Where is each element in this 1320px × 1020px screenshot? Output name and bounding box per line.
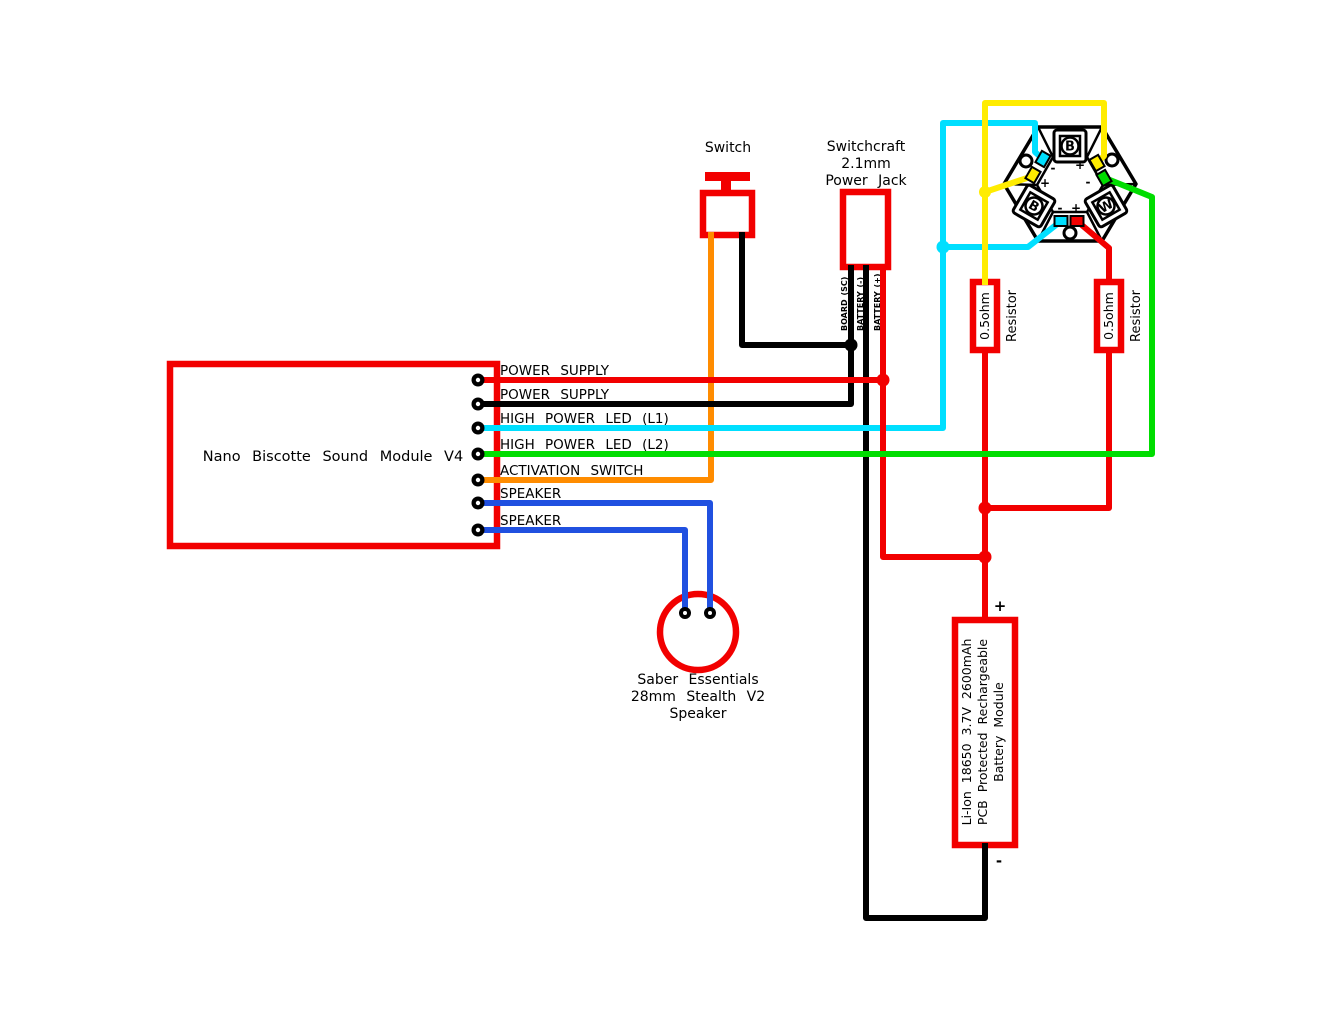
led-blue-top: B <box>1052 128 1088 164</box>
speaker-label-line1: Saber Essentials <box>637 672 758 688</box>
led-letter: B <box>1065 140 1075 155</box>
pad-top-right <box>1088 153 1106 173</box>
resistor-1-label: Resistor <box>1005 289 1020 342</box>
mounting-hole-left <box>1018 153 1034 169</box>
pin-label-power-supply-1: POWER SUPPLY <box>500 363 610 379</box>
led-die <box>1060 136 1080 156</box>
battery-label-line1: Li-Ion 18650 3.7V 2600mAh <box>959 639 974 826</box>
wire-led-l1-cyan <box>478 120 1045 431</box>
sound-module-label: Nano Biscotte Sound Module V4 <box>203 449 463 465</box>
pin-hole <box>475 401 481 407</box>
sound-module-box <box>166 360 501 550</box>
polarity-mark-bottom-left: - <box>1058 201 1063 215</box>
wire-led-l2-green <box>478 175 1155 457</box>
wire-resistor2-bottom-red <box>985 348 1112 511</box>
polarity-mark-top-right: + <box>1075 158 1085 172</box>
wire-resistor1-to-star-yellow <box>982 100 1107 285</box>
power-jack-title-line2: 2.1mm <box>841 156 891 172</box>
pad-bottom-left <box>1053 215 1069 227</box>
polarity-mark-top-left: - <box>1051 161 1056 175</box>
mounting-hole-right <box>1104 152 1120 168</box>
pin-label-speaker-1: SPEAKER <box>500 486 561 502</box>
pad-right <box>1095 168 1113 188</box>
power-jack-body <box>839 188 892 271</box>
battery-body <box>951 616 1019 849</box>
pin-hole <box>475 377 481 383</box>
battery-label-line2: PCB Protected Rechargeable <box>975 639 990 825</box>
led-package-inner <box>1058 134 1082 158</box>
wire-switch-black <box>739 232 851 348</box>
wire-jack-battery-positive-red <box>880 265 985 560</box>
resistor-1: 0.5ohm Resistor <box>969 278 1020 354</box>
sound-module: Nano Biscotte Sound Module V4 <box>166 360 501 550</box>
power-jack-title-line3: Power Jack <box>825 173 907 189</box>
led-letter: W <box>1097 197 1117 217</box>
pin-hole <box>475 425 481 431</box>
switch-body <box>699 189 756 239</box>
switch-actuator-stem <box>721 180 731 194</box>
junction-power-supply-red <box>876 373 890 387</box>
battery-label-line3: Battery Module <box>991 682 1006 782</box>
pad-bottom-right <box>1069 215 1085 227</box>
wire-speaker-1-blue <box>478 500 713 612</box>
pin-hole <box>475 477 481 483</box>
switch-actuator-bar <box>705 172 750 181</box>
resistor-2: 0.5ohm Resistor <box>1093 278 1144 354</box>
wires <box>478 100 1155 921</box>
pin-hole <box>475 500 481 506</box>
wire-power-supply-black-to-board <box>478 265 854 407</box>
pin-label-power-supply-2: POWER SUPPLY <box>500 387 610 403</box>
power-jack-pin-label-battery-neg: BATTERY (-) <box>856 277 865 331</box>
wire-battery-negative-black <box>863 265 988 921</box>
speaker-label-line3: Speaker <box>670 706 727 722</box>
wire-star-positive-to-resistor2-red <box>1075 218 1112 285</box>
led-die <box>1024 196 1044 216</box>
speaker-label-line2: 28mm Stealth V2 <box>631 689 765 705</box>
power-jack-title-line1: Switchcraft <box>827 139 906 155</box>
junction-yellow-branch <box>979 186 991 198</box>
pin-hole <box>683 611 687 615</box>
power-jack-pin-label-battery-pos: BATTERY (+) <box>873 273 882 331</box>
switch-label: Switch <box>705 140 751 156</box>
sound-module-pins: POWER SUPPLY POWER SUPPLY HIGH POWER LED… <box>471 363 669 537</box>
momentary-switch: Switch <box>699 140 756 239</box>
resistor-2-value: 0.5ohm <box>1101 292 1116 340</box>
mounting-hole-bottom <box>1062 225 1078 241</box>
led-star-pads: - + + - - + <box>1024 149 1113 227</box>
power-jack-pin-label-board: BOARD (SC) <box>840 277 849 331</box>
junction-switch-board-black <box>844 338 858 352</box>
led-white-bottom-right: W <box>1083 183 1129 229</box>
pin-label-led-l1: HIGH POWER LED (L1) <box>500 411 669 427</box>
wire-led-l1-cyan-branch <box>943 218 1063 250</box>
junction-battery-positive-red <box>978 550 992 564</box>
resistor-2-label: Resistor <box>1129 289 1144 342</box>
pin-hole <box>475 451 481 457</box>
pin-label-led-l2: HIGH POWER LED (L2) <box>500 437 669 453</box>
battery-negative-mark: - <box>996 852 1002 870</box>
resistor-1-value: 0.5ohm <box>977 292 992 340</box>
wire-speaker-2-blue <box>478 527 688 612</box>
pin-hole <box>708 611 712 615</box>
pin-label-speaker-2: SPEAKER <box>500 513 561 529</box>
polarity-mark-right: - <box>1086 175 1091 189</box>
wire-activation-switch-orange <box>478 232 714 483</box>
pad-left <box>1024 165 1042 185</box>
pin-label-activation-switch: ACTIVATION SWITCH <box>500 463 643 479</box>
led-die <box>1096 196 1116 216</box>
polarity-mark-left: + <box>1040 176 1050 190</box>
polarity-mark-bottom-right: + <box>1071 201 1081 215</box>
speaker: Saber Essentials 28mm Stealth V2 Speaker <box>631 590 765 722</box>
battery-positive-mark: + <box>994 597 1007 615</box>
battery-module: Li-Ion 18650 3.7V 2600mAh PCB Protected … <box>951 597 1019 870</box>
junction-resistors-red <box>978 501 992 515</box>
speaker-terminals <box>679 607 716 619</box>
speaker-body <box>656 590 740 674</box>
led-blue-bottom-left: B <box>1011 183 1057 229</box>
pin-hole <box>475 527 481 533</box>
junction-cyan-branch <box>936 240 950 254</box>
junction-dots <box>844 186 992 564</box>
pad-top-left <box>1034 149 1052 169</box>
